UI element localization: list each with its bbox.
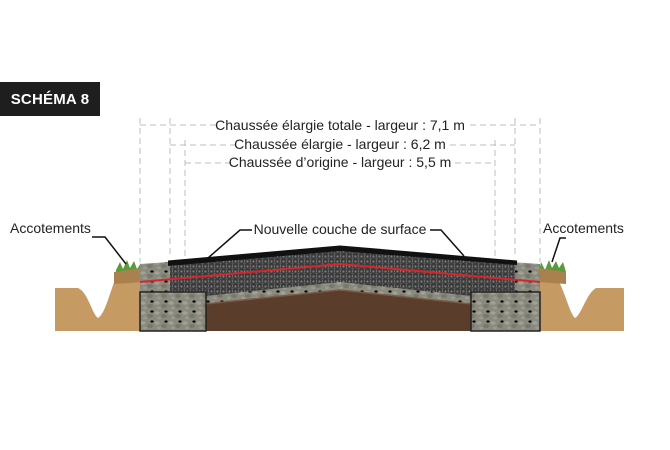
subgrade-layer <box>205 290 472 331</box>
surface-leader-left <box>207 229 252 259</box>
side-soil-left <box>55 278 140 331</box>
dimension-original-label: Chaussée d’origine - largeur : 5,5 m <box>229 154 452 170</box>
dimension-widened-label: Chaussée élargie - largeur : 6,2 m <box>234 136 446 152</box>
grass-right <box>539 260 566 272</box>
dimension-total-label: Chaussée élargie totale - largeur : 7,1 … <box>215 117 465 133</box>
schema-badge: SCHÉMA 8 <box>0 82 100 116</box>
shoulder-right-leader <box>551 237 566 263</box>
surface-layer-label: Nouvelle couche de surface <box>254 221 427 237</box>
side-soil-right <box>540 280 624 331</box>
shoulder-left-label: Accotements <box>10 220 91 236</box>
surface-leader-right <box>430 229 465 257</box>
aggregate-layer <box>170 246 515 296</box>
shoulder-right-label: Accotements <box>543 220 624 236</box>
geotextile-line <box>139 262 541 283</box>
shoulder-left-leader <box>92 236 127 265</box>
dimension-guides <box>139 118 541 262</box>
